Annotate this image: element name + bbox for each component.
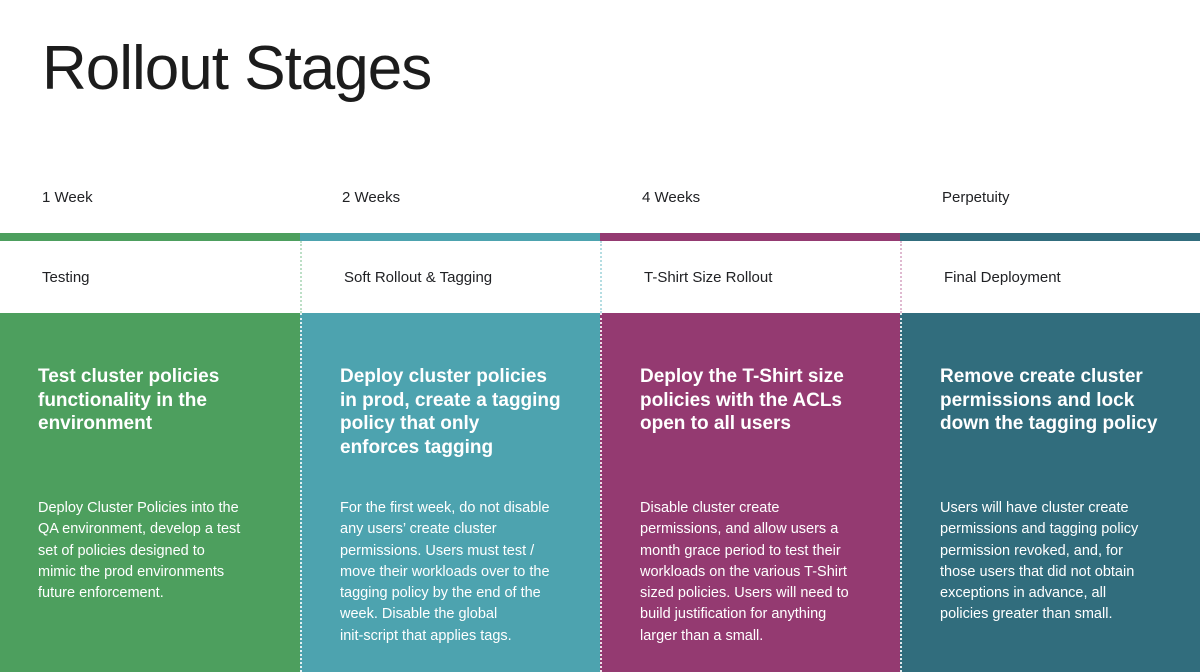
week-label-1: 1 Week xyxy=(42,189,93,206)
stage-color-bar xyxy=(600,233,900,241)
stage-detail-row: Test cluster policies functionality in t… xyxy=(0,313,1200,672)
week-label-2: 2 Weeks xyxy=(342,189,401,206)
stage-block-body: For the first week, do not disable any u… xyxy=(340,500,550,644)
stage-block-body: Deploy Cluster Policies into the QA envi… xyxy=(38,500,241,602)
stage-color-bar xyxy=(0,233,300,241)
stage-block-heading: Deploy the T-Shirt size policies with th… xyxy=(640,366,844,434)
page-title: Rollout Stages xyxy=(42,34,432,103)
stage-color-bar xyxy=(900,233,1200,241)
slide-header: Rollout Stages 1 Week 2 Weeks 4 Weeks Pe… xyxy=(0,0,1200,233)
stage-block-body: Users will have cluster create permissio… xyxy=(940,500,1139,623)
stage-block-heading: Test cluster policies functionality in t… xyxy=(38,366,220,434)
week-label-3: 4 Weeks xyxy=(642,189,701,206)
stage-block-body: Disable cluster create permissions, and … xyxy=(640,500,849,644)
stage-name-2: Soft Rollout & Tagging xyxy=(300,241,600,313)
stage-name-4: Final Deployment xyxy=(900,241,1200,313)
stage-color-bar xyxy=(300,233,600,241)
week-label-4: Perpetuity xyxy=(942,189,1010,206)
stage-color-bar-row xyxy=(0,233,1200,241)
stage-block-tshirt-rollout: Deploy the T-Shirt size policies with th… xyxy=(600,313,900,672)
stage-name-1: Testing xyxy=(42,268,90,286)
stage-block-final-deployment: Remove create cluster permissions and lo… xyxy=(900,313,1200,672)
stage-name-row: Testing Soft Rollout & Tagging T-Shirt S… xyxy=(0,241,1200,313)
stage-block-heading: Remove create cluster permissions and lo… xyxy=(940,366,1158,434)
stage-block-testing: Test cluster policies functionality in t… xyxy=(0,313,300,672)
stage-block-heading: Deploy cluster policies in prod, create … xyxy=(340,366,561,458)
stage-block-soft-rollout: Deploy cluster policies in prod, create … xyxy=(300,313,600,672)
stage-name-3: T-Shirt Size Rollout xyxy=(600,241,900,313)
week-label-row: 1 Week 2 Weeks 4 Weeks Perpetuity xyxy=(0,189,1200,207)
